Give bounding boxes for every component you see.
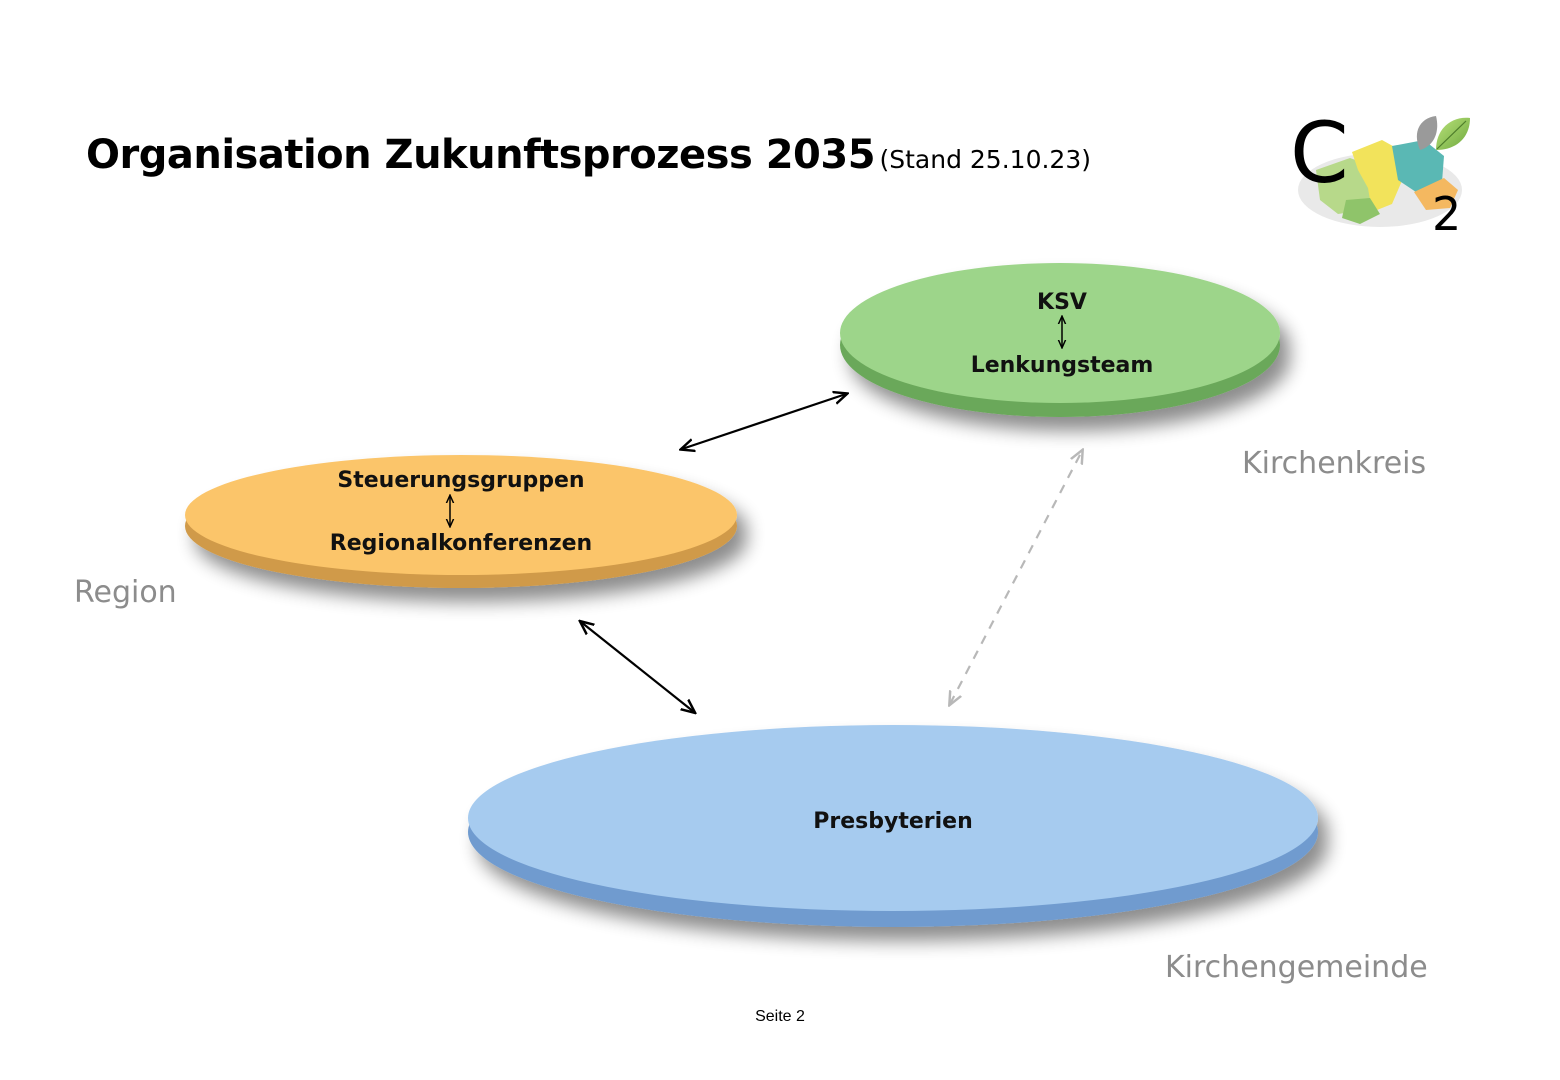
arrow-gemeinde-kirchenkreis-dashed	[950, 451, 1082, 704]
logo-map-orange	[1414, 178, 1458, 210]
level-label-region: Region	[74, 575, 177, 610]
node-gemeinde-label: Presbyterien	[813, 809, 973, 834]
c2-logo: C 2	[1290, 104, 1470, 241]
title-date: (Stand 25.10.23)	[879, 145, 1092, 174]
page-number: Seite 2	[755, 1008, 805, 1025]
level-label-kirchenkreis: Kirchenkreis	[1242, 446, 1427, 481]
node-kirchenkreis	[840, 263, 1280, 417]
logo-subscript: 2	[1432, 187, 1461, 241]
node-region	[185, 455, 737, 588]
arrow-region-gemeinde	[581, 622, 694, 712]
node-gemeinde	[468, 725, 1318, 927]
logo-letter: C	[1290, 104, 1349, 202]
node-kirchenkreis-top-label: KSV	[1037, 290, 1087, 315]
arrow-region-kirchenkreis	[682, 394, 846, 449]
node-region-bottom-label: Regionalkonferenzen	[330, 531, 592, 556]
page-title: Organisation Zukunftsprozess 2035 (Stand…	[86, 132, 1091, 178]
logo-map-lightgreen	[1342, 198, 1380, 224]
node-region-top-label: Steuerungsgruppen	[337, 468, 584, 493]
logo-map-yellow	[1352, 140, 1404, 212]
logo-map-teal	[1392, 140, 1444, 192]
level-label-gemeinde: Kirchengemeinde	[1165, 950, 1428, 985]
node-kirchenkreis-bottom-label: Lenkungsteam	[971, 353, 1154, 378]
leaf-icon	[1416, 116, 1470, 150]
title-main: Organisation Zukunftsprozess 2035	[86, 132, 876, 178]
